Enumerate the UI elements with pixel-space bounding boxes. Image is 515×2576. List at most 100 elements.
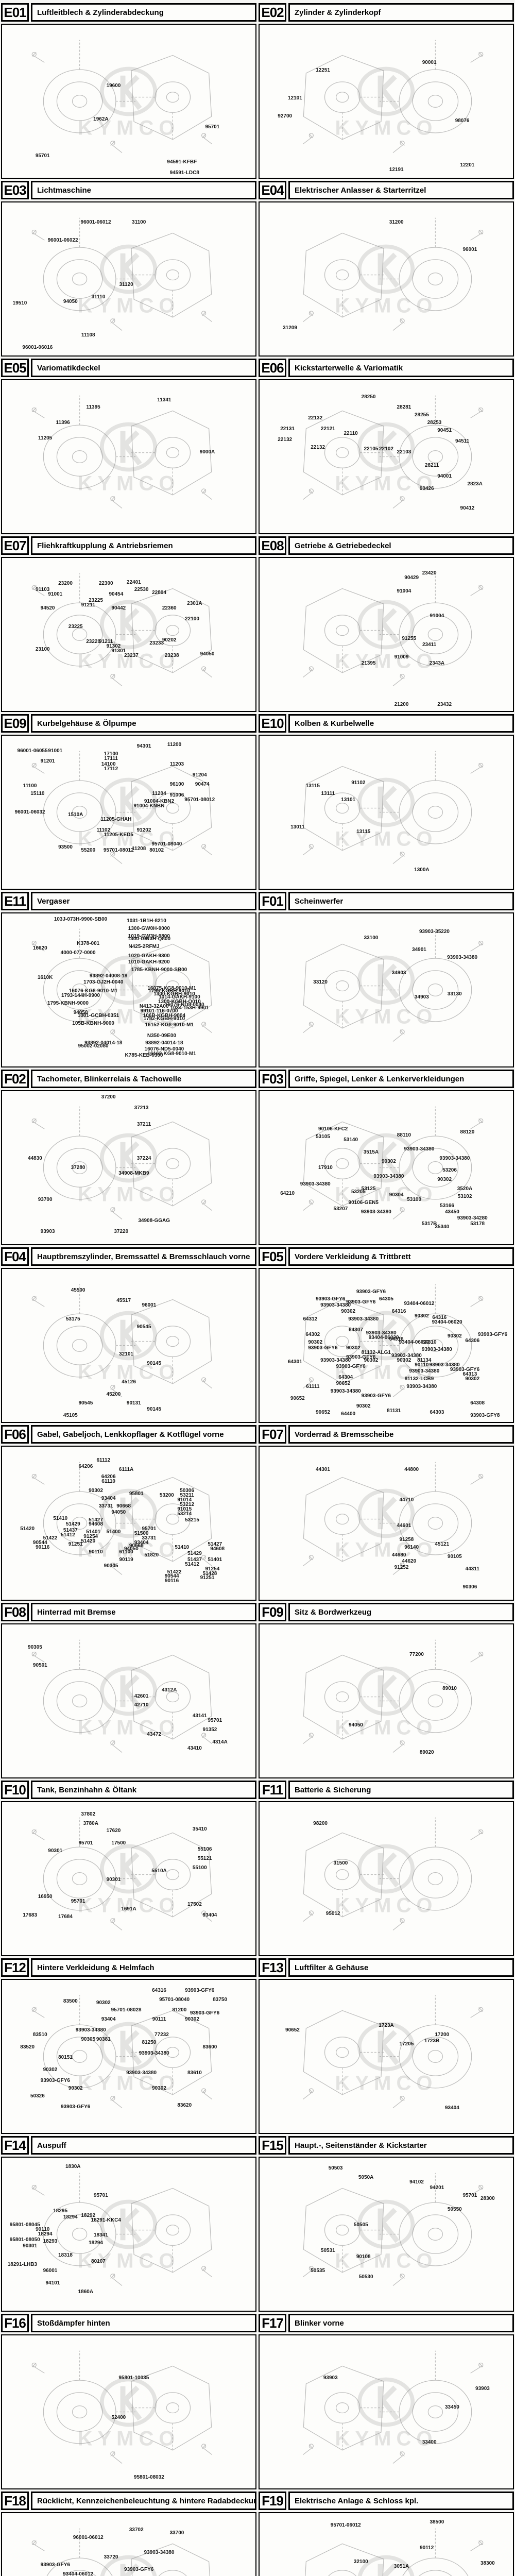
part-label: 96001-06022: [47, 238, 78, 244]
part-label: 34908-GGAG: [138, 1218, 170, 1224]
part-label: 90302: [414, 1313, 429, 1319]
part-label: 17910: [318, 1164, 333, 1171]
part-label: 91004: [430, 613, 444, 619]
part-label: 50535: [311, 2267, 325, 2274]
section-title: Variomatikdeckel: [31, 359, 256, 377]
section-code: E02: [259, 3, 286, 22]
part-label: 90116: [164, 1578, 179, 1584]
part-label: 31209: [283, 325, 297, 331]
part-label: 90302: [437, 1177, 452, 1183]
part-label: 37802: [81, 1811, 96, 1817]
part-label: 38300: [480, 2561, 495, 2566]
part-label: 51422: [43, 1535, 58, 1541]
part-label: 95701: [78, 1840, 93, 1846]
part-label: 94591-LDC8: [169, 170, 199, 176]
kymco-watermark-text: KYMCO: [335, 294, 438, 317]
kymco-watermark-text: KYMCO: [335, 472, 438, 495]
part-label: 90304: [389, 1192, 404, 1198]
exploded-diagram-sketch: [302, 573, 484, 686]
kymco-watermark-icon: KYMCO: [78, 63, 180, 140]
exploded-diagram-sketch: [31, 1284, 213, 1397]
part-label: 31100: [132, 219, 146, 225]
part-label: 17200: [435, 2031, 450, 2038]
part-label: 90302: [185, 2016, 199, 2023]
part-label: 91251: [200, 1575, 215, 1581]
part-label: 1300A: [414, 867, 430, 873]
part-label: 53205: [351, 1189, 366, 1195]
part-label: 96001: [43, 2267, 58, 2274]
part-label: 16076-KG8-9010-M1: [68, 988, 118, 994]
exploded-diagram-sketch: [302, 395, 484, 509]
part-label: 64206: [101, 1474, 116, 1480]
part-label: 81134: [417, 1358, 432, 1364]
section-diagram-F18: KYMCO337023370096001-0601293903-34380337…: [1, 2512, 256, 2576]
part-label: 53105: [316, 1134, 330, 1140]
exploded-diagram-sketch: [302, 1639, 484, 1753]
part-label: 18341: [93, 2232, 108, 2239]
part-label: 5510A: [151, 1868, 167, 1874]
exploded-diagram-sketch: [302, 217, 484, 331]
part-label: 17620: [106, 1828, 121, 1834]
part-label: 90302: [364, 1358, 379, 1364]
part-label: 19600: [106, 82, 121, 89]
part-label: 95801: [129, 1491, 144, 1497]
part-label: 80107: [91, 2258, 106, 2264]
part-label: 53175: [65, 1316, 80, 1322]
exploded-diagram-sketch: [31, 1817, 213, 1930]
part-label: 93903-34380: [126, 2070, 157, 2076]
part-label: 11395: [86, 404, 100, 411]
part-label: 18295: [53, 2208, 68, 2214]
part-label: 94520: [40, 605, 55, 611]
part-label: 33700: [169, 2530, 184, 2536]
part-label: 64313: [462, 1371, 477, 1377]
part-label: 93903-GFY6: [356, 1289, 386, 1295]
part-label: 93903-GFY6: [316, 1296, 346, 1302]
part-label: 91254: [83, 1534, 98, 1540]
part-label: 11203: [169, 761, 184, 768]
part-label: 95701-08028: [111, 2007, 142, 2013]
part-label: 34903: [414, 994, 429, 1001]
part-label: 18291-KKC4: [91, 2217, 121, 2223]
part-label: 90302: [382, 1158, 396, 1164]
part-label: 93903-34380: [330, 1388, 361, 1394]
part-label: 93892-04014-18: [145, 1040, 183, 1046]
part-label: 3780A: [83, 1820, 98, 1826]
part-label: 91015: [177, 1506, 192, 1512]
part-label: 37211: [136, 1122, 151, 1128]
section-code: E07: [1, 536, 29, 555]
part-label: 45517: [116, 1298, 131, 1304]
part-label: 17683: [23, 1912, 38, 1918]
section-title: Vergaser: [31, 892, 256, 910]
part-label: 22132: [278, 436, 293, 443]
section-title: Kurbelgehäuse & Ölpumpe: [31, 714, 256, 733]
part-label: 34908-MKB9: [118, 1171, 149, 1177]
part-label: 95701: [205, 124, 220, 130]
section-code: F06: [1, 1425, 29, 1444]
part-label: 93404-06012: [63, 2571, 94, 2576]
part-label: 93903-GFY6: [40, 2078, 70, 2084]
part-label: 91004: [397, 588, 411, 595]
section-code: E11: [1, 892, 29, 910]
part-label: 42710: [134, 1702, 149, 1708]
part-label: 28250: [361, 394, 376, 400]
part-label: 11341: [157, 397, 171, 403]
part-label: 22103: [397, 449, 411, 455]
part-label: 51420: [20, 1526, 35, 1532]
section-title: Luftfilter & Gehäuse: [288, 1958, 514, 1977]
part-label: 81250: [142, 2039, 157, 2045]
part-label: 90110: [415, 1362, 429, 1368]
kymco-watermark-icon: KYMCO: [335, 1485, 438, 1562]
part-label: 91006: [169, 792, 184, 798]
part-label: 94050: [73, 1010, 88, 1016]
